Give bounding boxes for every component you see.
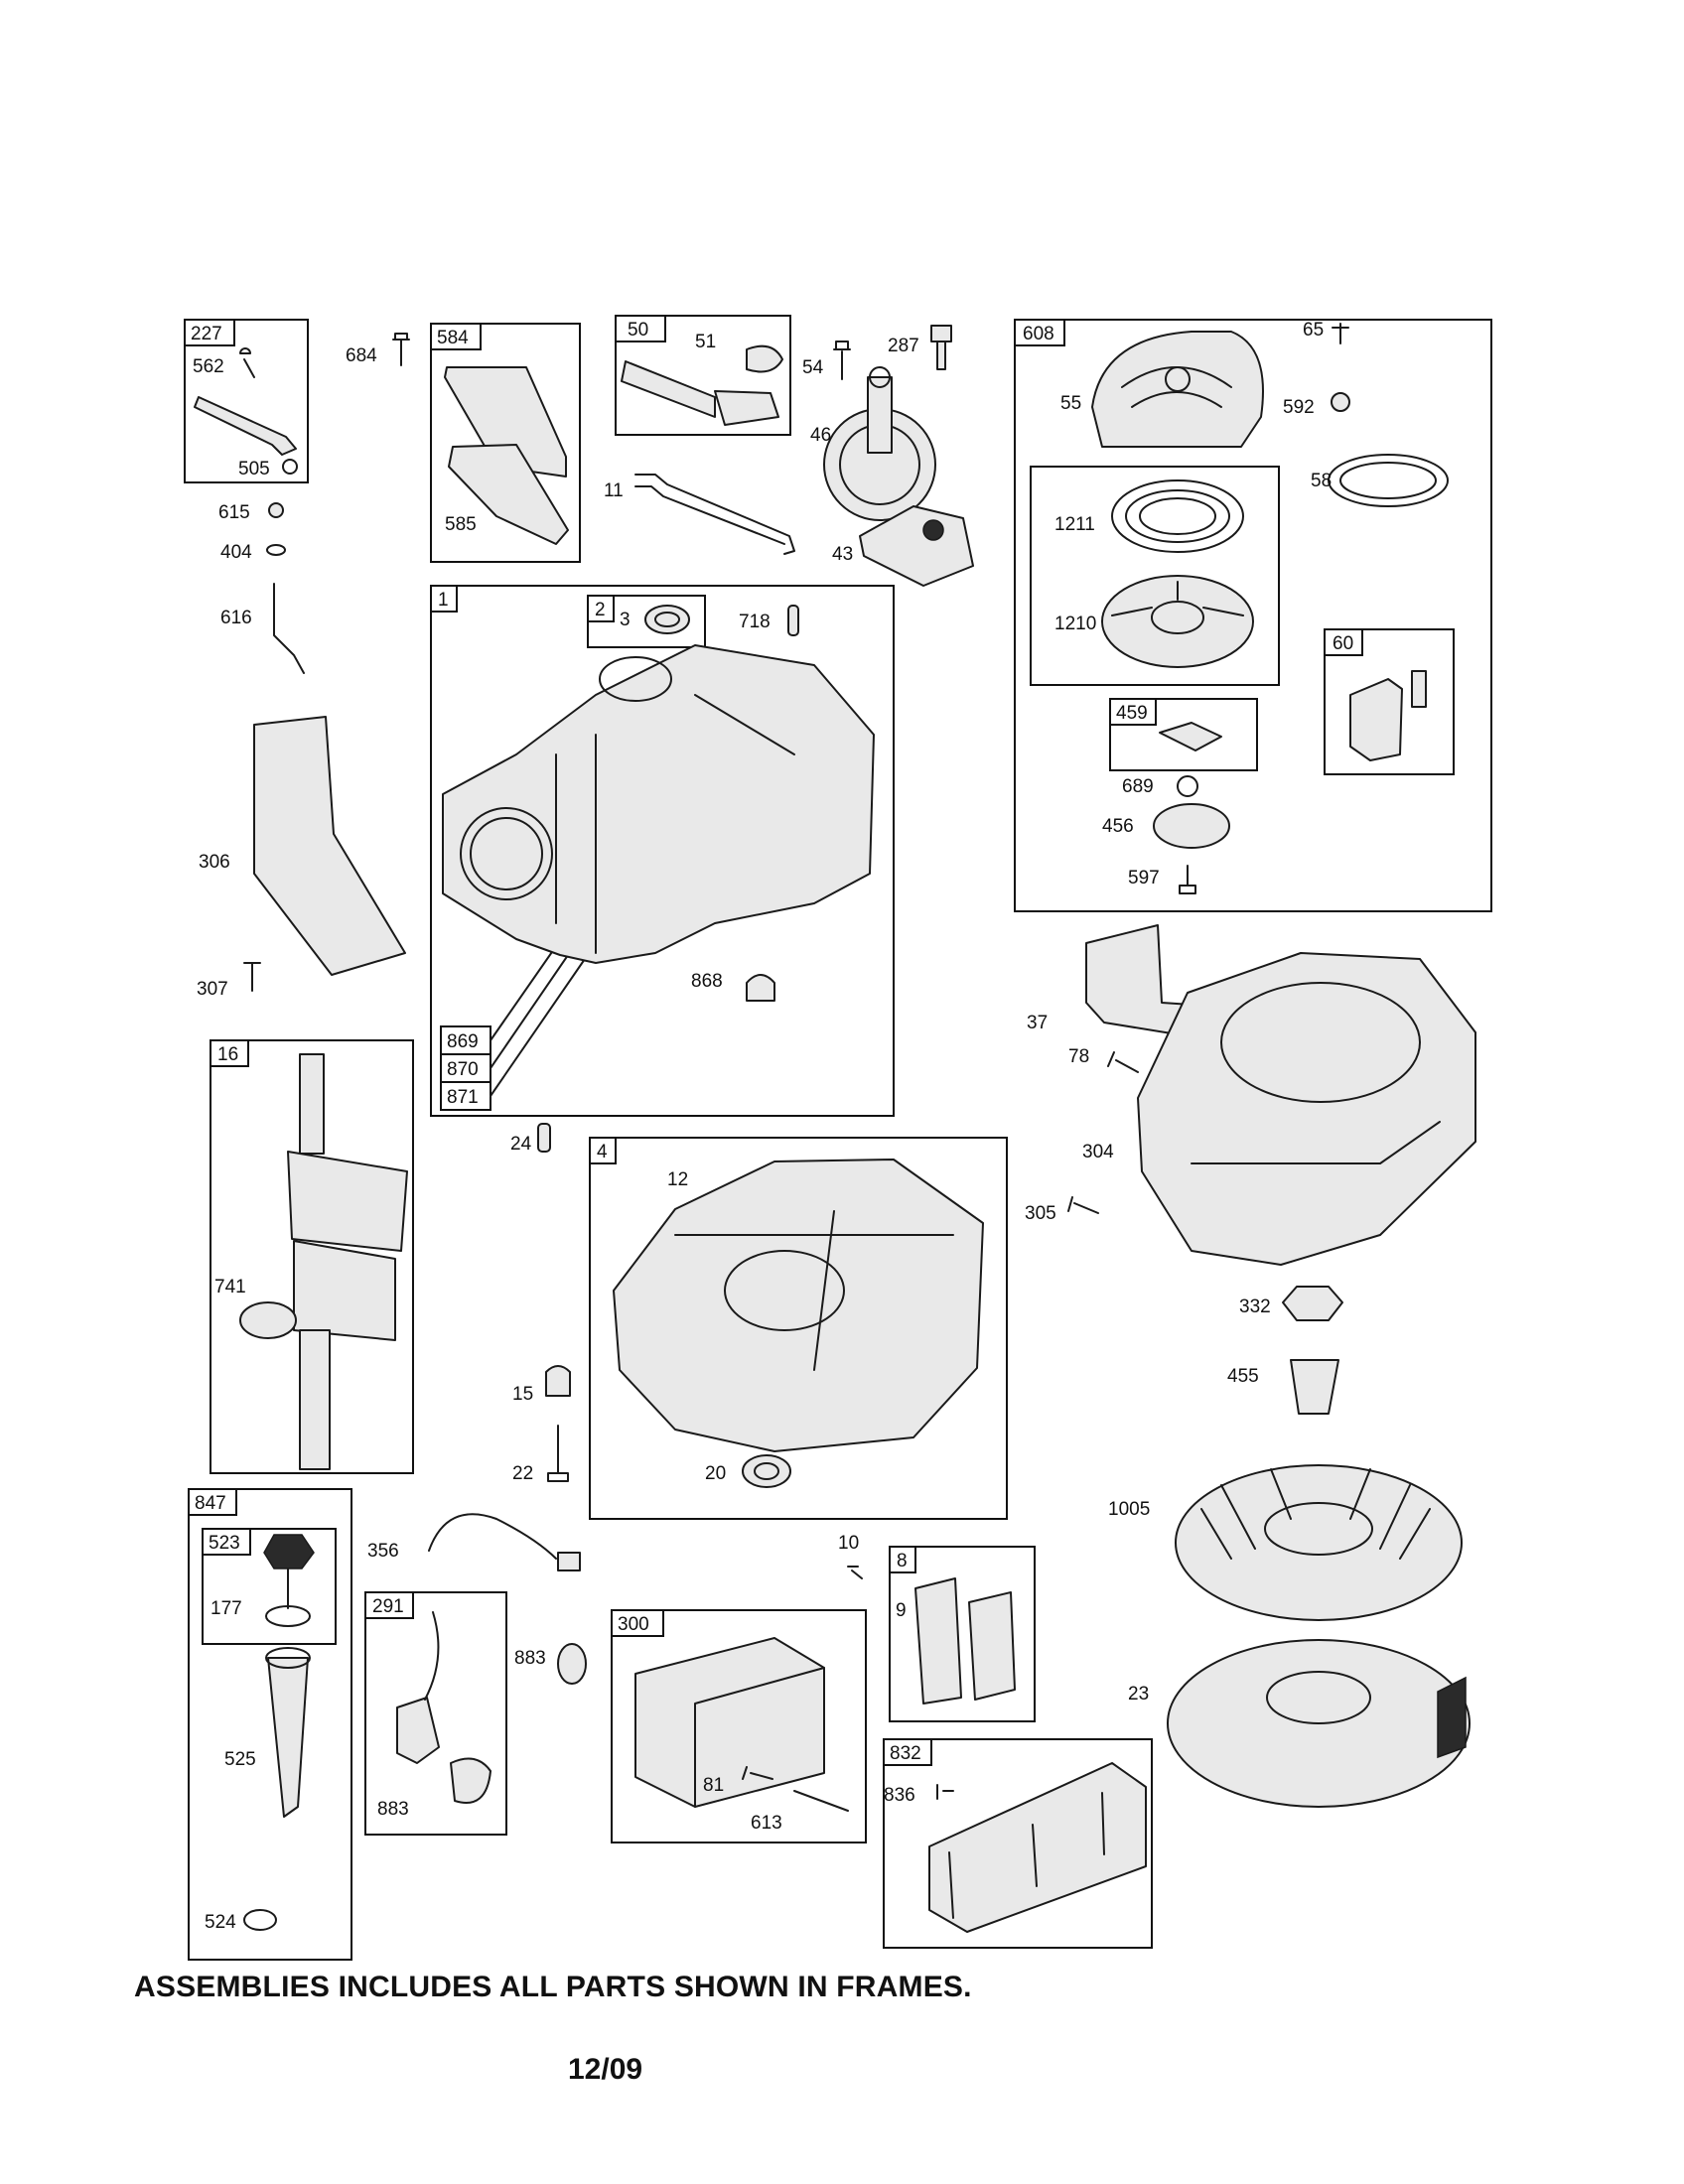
part-label: 9 [896,1600,907,1621]
part-label: 689 [1122,776,1154,797]
part-label: 1210 [1054,614,1096,634]
frame-label: 16 [217,1044,238,1065]
part-label: 305 [1025,1203,1056,1224]
frame-584: 584 [430,323,581,563]
part-label: 10 [838,1533,859,1554]
frame-608: 608 [1014,319,1492,912]
part-label: 24 [510,1134,532,1155]
part-label: 23 [1128,1684,1149,1705]
part-label: 615 [218,502,250,523]
part-label: 307 [197,979,228,1000]
part-label: 65 [1303,320,1324,341]
part-label: 54 [802,357,824,378]
date-code: 12/09 [568,2053,643,2086]
part-label: 22 [512,1463,533,1484]
part-label: 505 [238,459,270,479]
frame-label: 300 [618,1614,649,1635]
part-label: 455 [1227,1366,1259,1387]
part-label: 43 [832,544,853,565]
boxed-id-871: 871 [447,1087,479,1108]
frame-1: 1 [430,585,895,1117]
frame-label: 4 [597,1142,608,1162]
part-drawings [194,323,1476,1933]
frame-label: 847 [195,1493,226,1514]
part-label: 20 [705,1463,726,1484]
part-label: 741 [214,1277,246,1297]
frame-227: 227 [184,319,309,483]
part-label: 55 [1060,393,1081,414]
part-label: 11 [604,480,624,501]
frame-label: 1 [438,590,449,611]
part-label: 456 [1102,816,1134,837]
part-label: 332 [1239,1297,1271,1317]
assemblies-note: ASSEMBLIES INCLUDES ALL PARTS SHOWN IN F… [134,1971,972,2003]
part-label: 616 [220,608,252,628]
part-label: 81 [703,1775,724,1796]
frame-label: 832 [890,1743,921,1764]
part-label: 356 [367,1541,399,1562]
part-label: 3 [620,610,631,630]
part-label: 592 [1283,397,1315,418]
frame-832: 832 [883,1738,1153,1949]
part-labels: 562 505 684 585 51 54 287 46 11 43 55 65… [193,320,1332,1933]
frame-label: 459 [1116,703,1148,724]
frame-4: 4 [589,1137,1008,1520]
part-label: 525 [224,1749,256,1770]
frame-2: 2 [587,595,706,648]
frame-300: 300 [611,1609,867,1843]
part-label: 562 [193,356,224,377]
part-label: 12 [667,1169,688,1190]
frame-523: 523 [202,1528,337,1645]
part-label: 404 [220,542,252,563]
frame-label: 8 [897,1551,908,1571]
part-label: 868 [691,971,723,992]
frame-label: 60 [1333,633,1353,654]
boxed-id-stack: 869 870 871 [440,902,597,1111]
frame-60: 60 [1324,628,1455,775]
part-label: 836 [884,1785,915,1806]
part-label: 304 [1082,1142,1114,1162]
part-label: 177 [210,1598,242,1619]
part-label: 613 [751,1813,782,1834]
frame-459: 459 [1109,698,1258,771]
frame-label: 50 [628,320,648,341]
boxed-id-870: 870 [447,1059,479,1080]
part-label: 58 [1311,471,1332,491]
frame-label: 584 [437,328,469,348]
frame-label: 523 [209,1533,240,1554]
part-label: 718 [739,612,771,632]
frame-291: 291 [364,1591,507,1836]
frame-8: 8 [889,1546,1036,1722]
part-label: 78 [1068,1046,1089,1067]
frame-50: 50 [615,315,791,436]
part-label: 15 [512,1384,533,1405]
frame-16: 16 [210,1039,414,1474]
frame-label: 608 [1023,324,1054,344]
part-label: 287 [888,336,919,356]
part-label: 46 [810,425,831,446]
part-label: 585 [445,514,477,535]
part-label: 51 [695,332,716,352]
part-label: 883 [377,1799,409,1820]
part-label: 524 [205,1912,236,1933]
frame-label: 227 [191,324,222,344]
frame-847: 847 [188,1488,352,1961]
part-label: 37 [1027,1013,1048,1033]
part-label: 306 [199,852,230,873]
frame-label: 291 [372,1596,404,1617]
boxed-id-869: 869 [447,1031,479,1052]
part-label: 684 [346,345,377,366]
starter-pulley-subframe [1030,466,1280,686]
part-label: 1211 [1054,514,1095,535]
part-label: 597 [1128,868,1160,888]
part-label: 1005 [1108,1499,1150,1520]
frame-label: 2 [595,600,606,620]
part-label: 883 [514,1648,546,1669]
